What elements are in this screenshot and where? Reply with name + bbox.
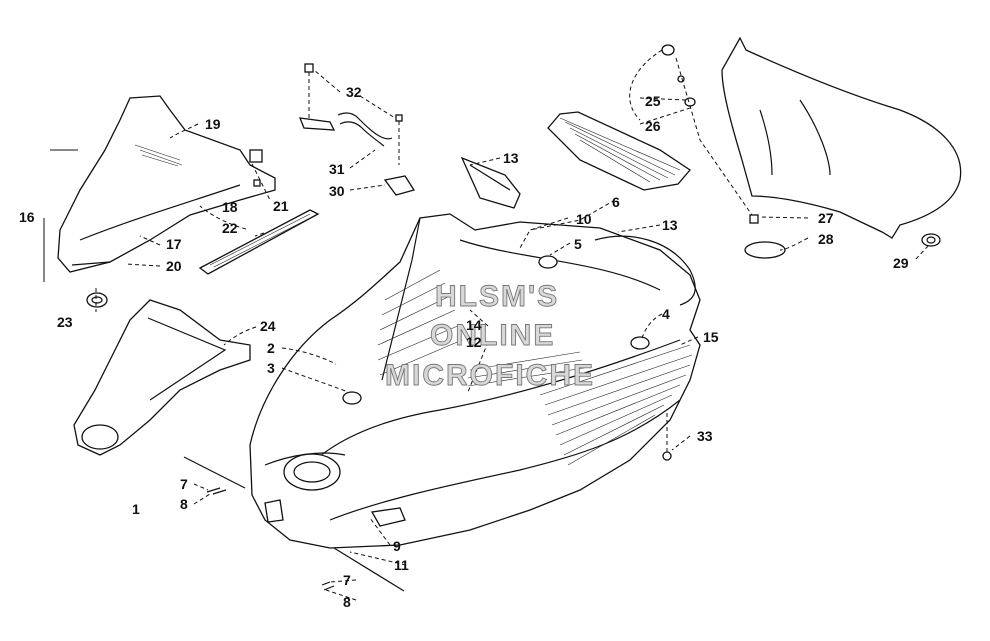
watermark-line-3: MICROFICHE xyxy=(385,359,595,392)
vent-panel xyxy=(547,111,691,191)
main-hood xyxy=(249,213,701,549)
callout-labels: 1 2 3 4 5 6 7 7 8 8 9 10 11 12 13 13 14 … xyxy=(19,84,909,610)
callout-17: 17 xyxy=(166,236,182,252)
callout-7-upper: 7 xyxy=(180,476,188,492)
callout-33: 33 xyxy=(697,428,713,444)
leader-lines xyxy=(95,69,929,601)
callout-8-lower: 8 xyxy=(343,594,351,610)
callout-19: 19 xyxy=(205,116,221,132)
callout-31: 31 xyxy=(329,161,345,177)
windshield xyxy=(721,36,962,239)
callout-8-upper: 8 xyxy=(180,496,188,512)
callout-23: 23 xyxy=(57,314,73,330)
callout-16: 16 xyxy=(19,209,35,225)
callout-28: 28 xyxy=(818,231,834,247)
watermark-line-1: HLSM'S xyxy=(435,280,559,313)
callout-22: 22 xyxy=(222,220,238,236)
windshield-washer xyxy=(744,214,786,259)
callout-25: 25 xyxy=(645,93,661,109)
hood-pins xyxy=(183,456,405,592)
side-panel-assembly xyxy=(57,95,320,308)
callout-6: 6 xyxy=(612,194,620,210)
lens-13-upper xyxy=(460,156,521,209)
callout-14: 14 xyxy=(466,317,482,333)
callout-27: 27 xyxy=(818,210,834,226)
bracket-16 xyxy=(43,149,78,282)
callout-13-right: 13 xyxy=(662,217,678,233)
windshield-fasteners xyxy=(629,44,753,216)
callout-10: 10 xyxy=(576,211,592,227)
callout-2: 2 xyxy=(267,340,275,356)
callout-21: 21 xyxy=(273,198,289,214)
watermark-line-2: ONLINE xyxy=(430,319,555,352)
callout-3: 3 xyxy=(267,360,275,376)
callout-30: 30 xyxy=(329,183,345,199)
watermark: HLSM'S ONLINE MICROFICHE xyxy=(385,280,595,393)
grommet-29 xyxy=(921,233,941,247)
callout-32: 32 xyxy=(346,84,362,100)
callout-26: 26 xyxy=(645,118,661,134)
callout-18: 18 xyxy=(222,199,238,215)
callout-15: 15 xyxy=(703,329,719,345)
callout-12: 12 xyxy=(466,334,482,350)
callout-29: 29 xyxy=(893,255,909,271)
inner-panel xyxy=(73,299,251,456)
callout-20: 20 xyxy=(166,258,182,274)
callout-1: 1 xyxy=(132,501,140,517)
callout-7-lower: 7 xyxy=(343,572,351,588)
callout-11: 11 xyxy=(394,557,409,573)
callout-4: 4 xyxy=(662,306,670,322)
callout-24: 24 xyxy=(260,318,276,334)
callout-13-upper: 13 xyxy=(503,150,519,166)
callout-5: 5 xyxy=(574,236,582,252)
callout-9: 9 xyxy=(393,538,401,554)
lens-13-right xyxy=(594,235,696,306)
bracket-spring xyxy=(298,63,416,196)
